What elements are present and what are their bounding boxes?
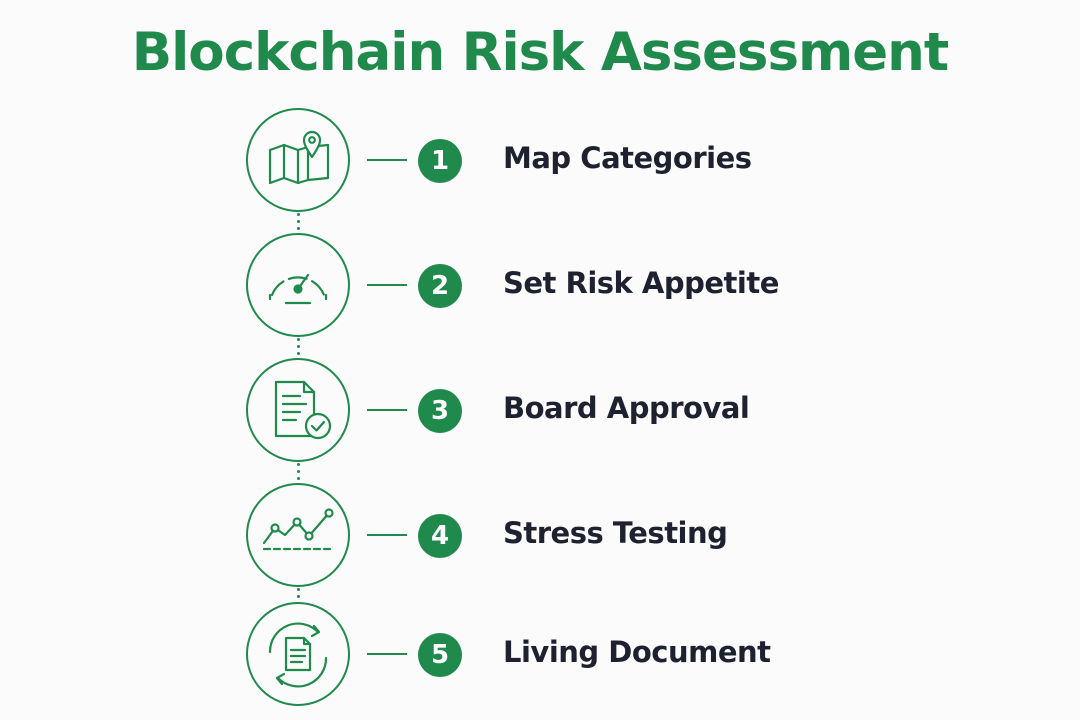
step-2-number-badge: 2 — [418, 264, 462, 308]
step-2-icon-circle — [246, 233, 350, 337]
step-4-label: Stress Testing — [503, 516, 728, 550]
step-3-label: Board Approval — [503, 391, 750, 425]
line-chart-icon — [262, 508, 334, 551]
step-3-icon-circle — [246, 358, 350, 462]
gauge-icon — [268, 273, 328, 305]
step-5-label: Living Document — [503, 635, 771, 669]
page-title: Blockchain Risk Assessment — [131, 22, 950, 83]
step-4-number-badge: 4 — [418, 514, 462, 558]
document-cycle-icon — [268, 622, 328, 688]
approved-document-icon — [274, 380, 332, 440]
step-1-connector — [367, 159, 407, 161]
step-5-icon-circle — [246, 602, 350, 706]
step-3: 3 Board Approval — [0, 358, 1080, 462]
step-1-number-badge: 1 — [418, 139, 462, 183]
step-2-label: Set Risk Appetite — [503, 266, 779, 300]
step-3-connector — [367, 409, 407, 411]
step-1-icon-circle — [246, 108, 350, 212]
step-5: 5 Living Document — [0, 602, 1080, 706]
step-divider-dots — [297, 463, 301, 485]
step-2-connector — [367, 284, 407, 286]
step-5-number-badge: 5 — [418, 633, 462, 677]
step-3-number-badge: 3 — [418, 389, 462, 433]
step-4-icon-circle — [246, 483, 350, 587]
step-divider-dots — [297, 213, 301, 235]
step-4-connector — [367, 534, 407, 536]
step-5-connector — [367, 653, 407, 655]
step-4: 4 Stress Testing — [0, 483, 1080, 587]
step-divider-dots — [297, 338, 301, 360]
step-2: 2 Set Risk Appetite — [0, 233, 1080, 337]
map-icon — [268, 130, 330, 185]
step-1: 1 Map Categories — [0, 108, 1080, 212]
step-1-label: Map Categories — [503, 141, 752, 175]
